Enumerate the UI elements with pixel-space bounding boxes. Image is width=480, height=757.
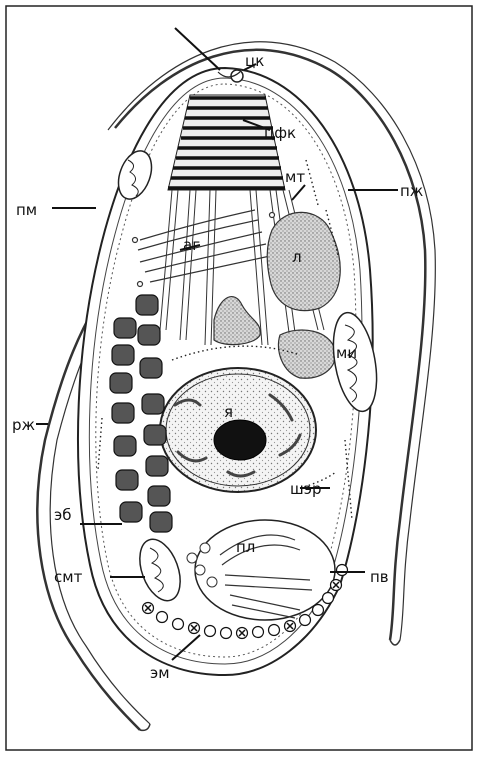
label-mitochondrion: ми <box>336 344 357 362</box>
label-nucleus: я <box>224 403 233 421</box>
label-posterior-flagellum: пж <box>400 182 423 200</box>
label-electron-dense-bodies: эб <box>54 506 71 524</box>
label-lower-mitochondrion: смт <box>54 568 83 586</box>
label-extrusomes: эм <box>150 664 170 682</box>
label-cytopharyngeal-complex: цфк <box>264 124 296 142</box>
label-vesicles: пв <box>370 568 389 586</box>
nucleolus <box>214 420 266 460</box>
label-recurrent-flagellum: рж <box>12 416 35 434</box>
label-microtubules: мт <box>285 168 305 186</box>
label-pellicle-membrane: пм <box>16 201 37 219</box>
label-er: шэр <box>290 480 321 498</box>
label-lipid: л <box>292 248 302 266</box>
label-golgi: аг <box>183 236 200 254</box>
label-cytostome: цк <box>245 52 264 70</box>
nucleus <box>160 368 316 492</box>
label-plastid: пл <box>236 538 255 556</box>
